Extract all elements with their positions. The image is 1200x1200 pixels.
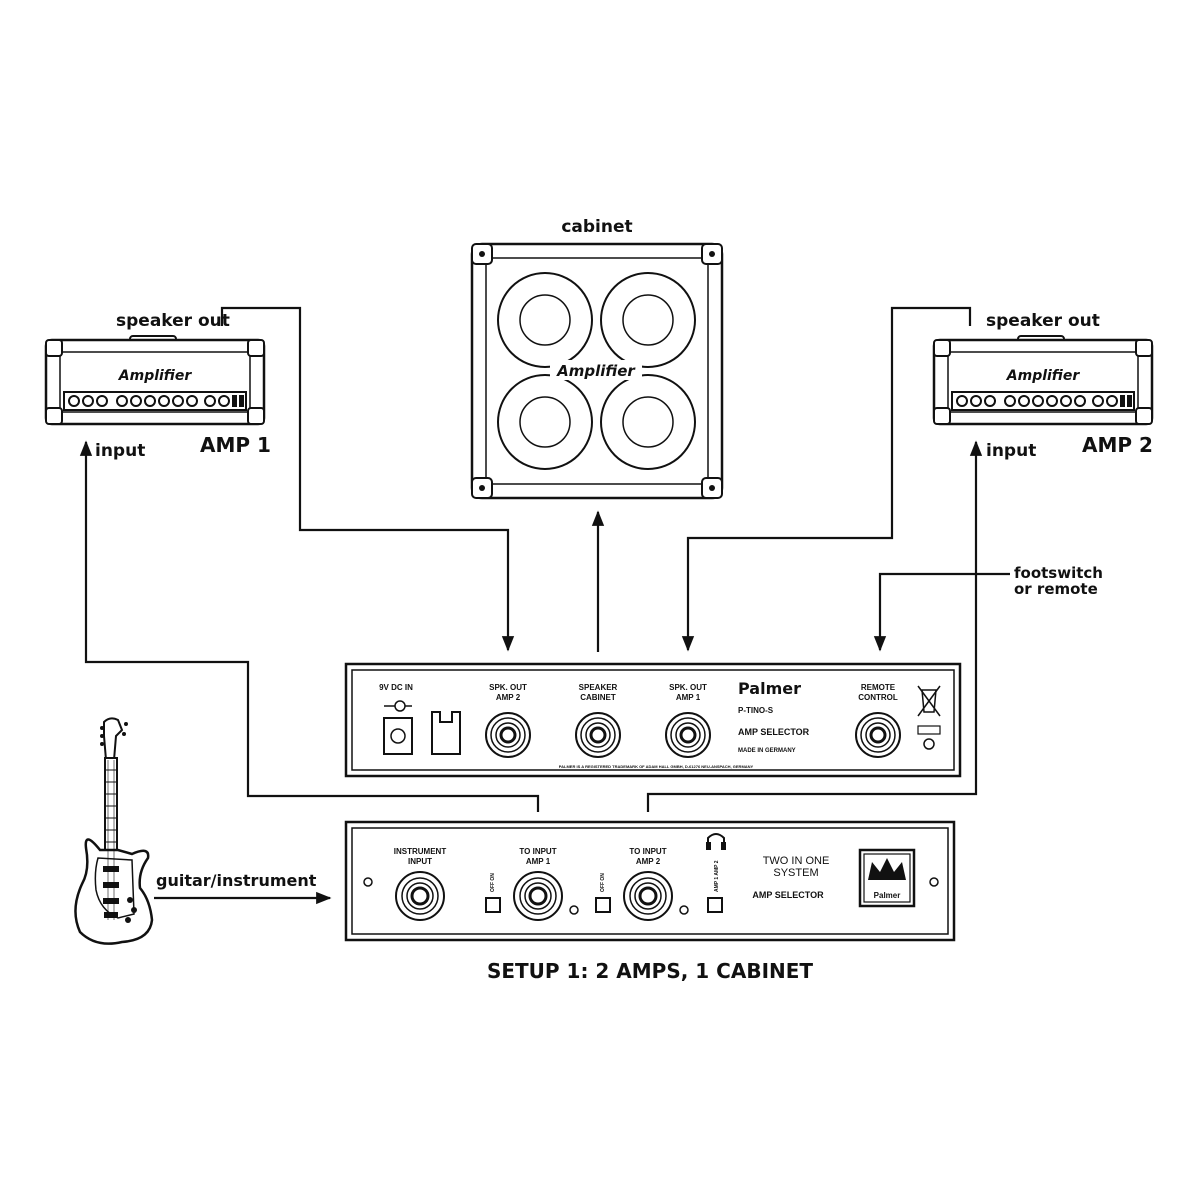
spk-out-amp2-label: SPK. OUT [489,683,527,692]
switch1-label: OFF ON [490,873,496,892]
speaker-out-label-right: speaker out [986,311,1100,331]
amp1-label: AMP 1 [200,433,271,457]
guitar-icon [74,717,154,945]
weee-bin-icon [917,685,941,717]
jack-to-input-amp1 [513,871,563,921]
amp2-knobs [956,395,1132,407]
made-in-label: MADE IN GERMANY [738,748,796,754]
amp1-logo: Amplifier [118,368,193,384]
instrument-input-sublabel: INPUT [408,857,432,866]
cable-to-amp1-input [79,440,540,812]
input-label-left: input [95,441,145,461]
amp2-label: AMP 2 [1082,433,1153,457]
speaker-cone [497,272,593,368]
jack-spk-out-amp1 [665,712,711,758]
switch2-label: OFF ON [600,873,606,892]
cables [79,306,1010,905]
jack-instrument-input [395,871,445,921]
led-amp1 [569,905,579,915]
spk-out-amp1-label: SPK. OUT [669,683,707,692]
screw-icon [363,877,373,887]
cabinet-label: cabinet [561,217,632,237]
system-label: SYSTEM [773,867,818,879]
product-name: AMP SELECTOR [738,727,810,737]
jack-speaker-cabinet [575,712,621,758]
speaker-out-label-left: speaker out [116,311,230,331]
palmer-brand: Palmer [738,679,801,698]
input-label-right: input [986,441,1036,461]
ground-lift-switch-1 [485,897,501,913]
cable-to-amp2-input [646,440,983,812]
ground-lift-switch-2 [595,897,611,913]
headphone-icon [706,833,726,850]
cable-amp1-speaker [220,306,515,652]
jack-to-input-amp2 [623,871,673,921]
to-input-amp2-label: TO INPUT [629,847,666,856]
speaker-cone [497,374,593,470]
instrument-input-label: INSTRUMENT [394,847,447,856]
selector-rear-panel: 9V DC IN SPK. OUT AMP 2 SPEAKER CABINET … [344,662,962,778]
cabinet-logo: Amplifier [556,362,636,380]
setup-title: SETUP 1: 2 AMPS, 1 CABINET [487,959,813,983]
cert-mark-icon [917,725,941,735]
switch3-label: AMP 1 AMP 2 [714,860,720,892]
cable-amp2-speaker [681,306,972,652]
selector-front-panel: INSTRUMENT INPUT TO INPUT AMP 1 OFF ON T… [344,820,956,942]
remote-label: or remote [1014,580,1098,598]
amp-select-switch [707,897,723,913]
to-input-amp1-label: TO INPUT [519,847,556,856]
spk-out-amp1-sublabel: AMP 1 [676,693,701,702]
led-amp2 [679,905,689,915]
jack-spk-out-amp2 [485,712,531,758]
amp2-logo: Amplifier [1006,368,1081,384]
dc-polarity-icon [384,700,412,712]
amp-head-1: Amplifier [44,335,266,426]
cable-clip-icon [431,711,461,755]
badge-text: Palmer [874,891,901,900]
remote-control-sublabel: CONTROL [858,693,898,702]
speaker-cone [600,374,696,470]
amp-selector-label: AMP SELECTOR [752,890,824,900]
amp-head-2: Amplifier [932,335,1154,426]
dc-jack [383,717,413,755]
two-in-one-label: TWO IN ONE [763,855,830,867]
cable-footswitch [873,572,1010,652]
ce-mark-icon [923,738,935,750]
model-number: P-TINO-S [738,706,774,715]
speaker-cone [600,272,696,368]
speaker-cabinet: Amplifier [470,242,724,500]
speaker-cabinet-label: SPEAKER [579,683,618,692]
to-input-amp1-sublabel: AMP 1 [526,857,551,866]
jack-remote-control [855,712,901,758]
palmer-badge: Palmer [858,848,916,908]
amp1-knobs [68,395,244,407]
spk-out-amp2-sublabel: AMP 2 [496,693,521,702]
to-input-amp2-sublabel: AMP 2 [636,857,661,866]
screw-icon [929,877,939,887]
footswitch-label: footswitch [1014,564,1103,582]
speaker-cabinet-sublabel: CABINET [580,693,616,702]
remote-control-label: REMOTE [861,683,896,692]
guitar-label: guitar/instrument [156,871,317,890]
fine-print: PALMER IS A REGISTERED TRADEMARK OF ADAM… [559,764,754,769]
dc-in-label: 9V DC IN [379,683,413,692]
